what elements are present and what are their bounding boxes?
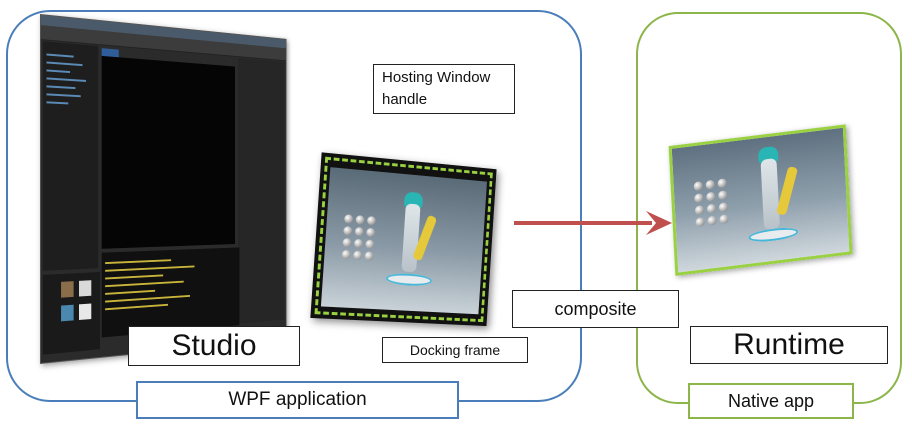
- studio-viewport: [101, 55, 236, 249]
- runtime-label: Runtime: [690, 326, 888, 364]
- hosting-label-line2: handle: [382, 91, 428, 108]
- figure-body: [401, 203, 421, 273]
- runtime-scene: [668, 124, 853, 276]
- material-spheres: [341, 214, 383, 276]
- runtime-material-spheres: [693, 177, 737, 242]
- studio-window: [40, 14, 287, 364]
- studio-asset-browser: [42, 272, 100, 355]
- hosting-label-line1: Hosting Window: [382, 69, 491, 86]
- studio-editor-screenshot: [40, 14, 287, 364]
- studio-scene-tree: [42, 41, 99, 271]
- studio-label: Studio: [128, 326, 300, 366]
- composite-label: composite: [512, 290, 679, 328]
- studio-properties-panel: [237, 57, 285, 324]
- figure-pedestal: [385, 272, 433, 287]
- studio-console: [101, 247, 240, 338]
- wpf-application-label: WPF application: [136, 381, 459, 419]
- runtime-screenshot: [668, 124, 853, 276]
- runtime-figure-pedestal: [748, 225, 799, 244]
- docking-frame-label: Docking frame: [382, 337, 528, 363]
- docking-frame-scene: [320, 167, 487, 315]
- docking-frame-screenshot: [310, 152, 497, 327]
- hosting-window-handle-label: Hosting Window handle: [373, 64, 515, 114]
- runtime-figure-ribbon: [776, 166, 799, 216]
- runtime-figure-body: [760, 157, 781, 230]
- right-arrow-icon: [514, 211, 672, 235]
- native-app-label: Native app: [688, 383, 854, 419]
